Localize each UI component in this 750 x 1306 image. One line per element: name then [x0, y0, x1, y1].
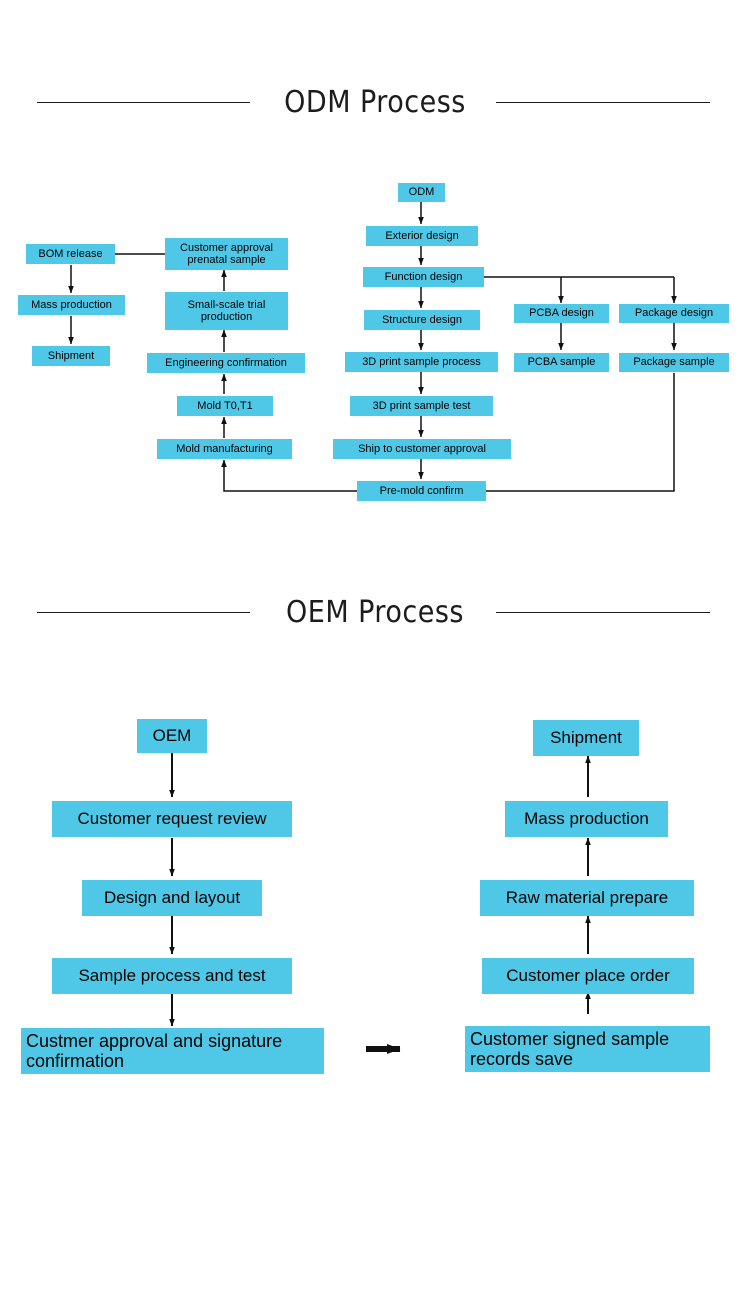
- odm-node-customer-approval-prenatal-sample[interactable]: Customer approval prenatal sample: [165, 238, 288, 270]
- oem-node-customer-approval-signature[interactable]: Custmer approval and signature confirmat…: [21, 1028, 324, 1074]
- odm-node-3d-print-sample-test[interactable]: 3D print sample test: [350, 396, 493, 416]
- odm-node-mold-manufacturing[interactable]: Mold manufacturing: [157, 439, 292, 459]
- odm-node-package-sample[interactable]: Package sample: [619, 353, 729, 372]
- odm-node-exterior-design[interactable]: Exterior design: [366, 226, 478, 246]
- odm-node-ship-to-customer-approval[interactable]: Ship to customer approval: [333, 439, 511, 459]
- odm-node-pcba-sample[interactable]: PCBA sample: [514, 353, 609, 372]
- oem-title-rule-right: [496, 612, 710, 613]
- oem-node-raw-material-prepare[interactable]: Raw material prepare: [480, 880, 694, 916]
- oem-node-shipment[interactable]: Shipment: [533, 720, 639, 756]
- odm-title-rule-right: [496, 102, 710, 103]
- oem-node-oem[interactable]: OEM: [137, 719, 207, 753]
- odm-node-shipment[interactable]: Shipment: [32, 346, 110, 366]
- odm-node-pre-mold-confirm[interactable]: Pre-mold confirm: [357, 481, 486, 501]
- odm-title-rule-left: [37, 102, 250, 103]
- odm-node-structure-design[interactable]: Structure design: [364, 310, 480, 330]
- oem-section-title: OEM Process: [286, 595, 464, 630]
- odm-node-mass-production[interactable]: Mass production: [18, 295, 125, 315]
- odm-node-pcba-design[interactable]: PCBA design: [514, 304, 609, 323]
- odm-node-engineering-confirmation[interactable]: Engineering confirmation: [147, 353, 305, 373]
- oem-node-customer-request-review[interactable]: Customer request review: [52, 801, 292, 837]
- odm-node-small-scale-trial-production[interactable]: Small-scale trial production: [165, 292, 288, 330]
- oem-title-rule-left: [37, 612, 250, 613]
- oem-node-design-and-layout[interactable]: Design and layout: [82, 880, 262, 916]
- odm-node-package-design[interactable]: Package design: [619, 304, 729, 323]
- odm-section-title: ODM Process: [284, 85, 466, 120]
- odm-node-odm[interactable]: ODM: [398, 183, 445, 202]
- oem-node-customer-place-order[interactable]: Customer place order: [482, 958, 694, 994]
- oem-node-customer-signed-sample[interactable]: Customer signed sample records save: [465, 1026, 710, 1072]
- odm-node-mold-t0-t1[interactable]: Mold T0,T1: [177, 396, 273, 416]
- odm-node-function-design[interactable]: Function design: [363, 267, 484, 287]
- oem-node-mass-production[interactable]: Mass production: [505, 801, 668, 837]
- oem-node-sample-process-and-test[interactable]: Sample process and test: [52, 958, 292, 994]
- odm-node-bom-release[interactable]: BOM release: [26, 244, 115, 264]
- odm-node-3d-print-sample-process[interactable]: 3D print sample process: [345, 352, 498, 372]
